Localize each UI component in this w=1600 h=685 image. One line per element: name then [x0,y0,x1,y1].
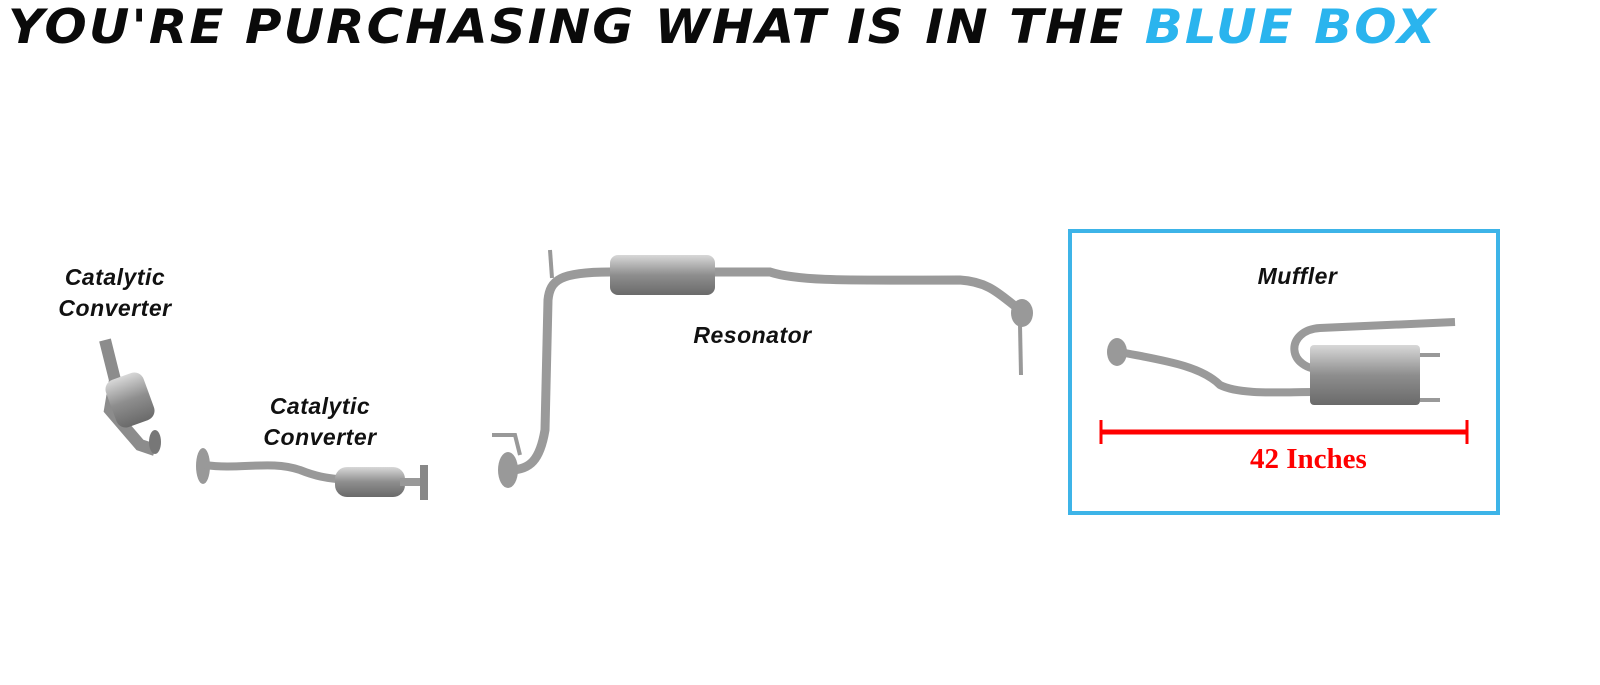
muffler-image [1107,318,1456,405]
resonator-label: Resonator [693,322,812,348]
title-highlight: BLUE BOX [1144,0,1438,55]
page-title: YOU'RE PURCHASING WHAT IS IN THE BLUE BO… [8,0,1600,56]
catalytic-converter-1-image [99,338,161,456]
muffler-label: Muffler [1257,263,1338,289]
selected-part-blue-box [1068,229,1500,515]
label-line: Converter [263,424,377,450]
resonator-image [492,249,1033,488]
label-line: Catalytic [269,393,371,419]
label-line: Catalytic [64,264,166,290]
label-line: Converter [58,295,172,321]
dimension-line [1099,420,1469,444]
catalytic-converter-2-image [196,448,428,500]
muffler-length-label: 42 Inches [1250,443,1367,475]
title-prefix: YOU'RE PURCHASING WHAT IS IN THE [8,0,1126,55]
